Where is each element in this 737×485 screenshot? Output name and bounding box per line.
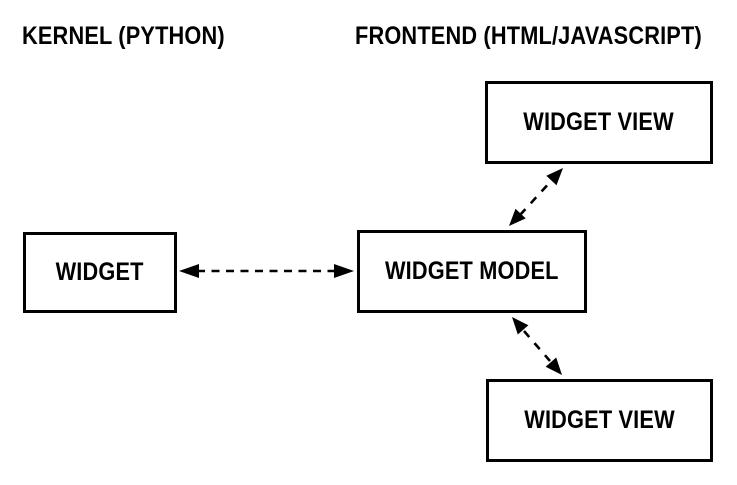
node-widget-model-label: WIDGET MODEL <box>385 257 559 285</box>
edge-widget-model-to-widget-view-bottom <box>512 317 562 375</box>
node-widget-view-top-label: WIDGET VIEW <box>523 108 675 136</box>
dashed-line <box>519 179 553 216</box>
node-widget-view-bottom: WIDGET VIEW <box>486 379 713 462</box>
arrowhead-down-right-icon <box>545 357 562 375</box>
dashed-line <box>523 330 551 362</box>
node-widget-view-top: WIDGET VIEW <box>485 81 713 164</box>
node-widget-model: WIDGET MODEL <box>357 230 587 313</box>
node-widget: WIDGET <box>23 232 177 313</box>
arrowhead-up-left-icon <box>512 317 529 335</box>
frontend-section-heading: FRONTEND (HTML/JAVASCRIPT) <box>355 22 737 51</box>
frontend-section-heading-text: FRONTEND (HTML/JAVASCRIPT) <box>355 22 702 50</box>
arrowhead-up-right-icon <box>546 168 563 186</box>
kernel-section-heading: KERNEL (PYTHON) <box>22 22 255 51</box>
node-widget-view-bottom-label: WIDGET VIEW <box>524 406 675 434</box>
edge-widget-model-to-widget-view-top <box>509 168 563 226</box>
arrowhead-left-icon <box>179 264 199 278</box>
kernel-section-heading-text: KERNEL (PYTHON) <box>22 22 225 50</box>
node-widget-label: WIDGET <box>55 258 145 286</box>
arrowhead-right-icon <box>334 264 354 278</box>
arrowhead-down-left-icon <box>509 208 526 226</box>
edge-widget-to-widget-model <box>179 264 354 278</box>
